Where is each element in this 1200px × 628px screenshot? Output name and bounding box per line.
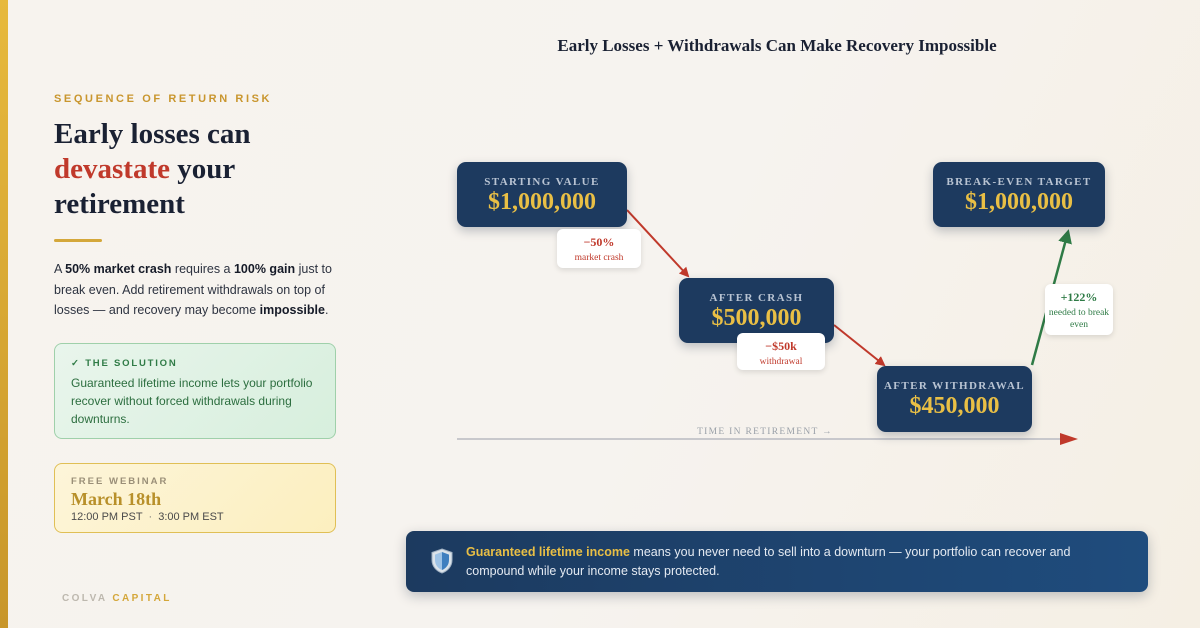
info-banner: Guaranteed lifetime income means you nev… [406,531,1148,592]
tag-main: +122% [1060,290,1098,304]
time-axis-arrowhead [1060,433,1078,445]
tag-sub: needed to break even [1048,308,1110,330]
node-starting-value: STARTING VALUE $1,000,000 [457,162,627,227]
headline-highlight: devastate [54,153,170,185]
banner-strong-text: Guaranteed lifetime income [466,545,630,559]
webinar-time-separator: · [148,511,153,523]
node-value: $1,000,000 [488,189,596,215]
node-after-crash: AFTER CRASH $500,000 [679,278,834,343]
tag-withdrawal: −$50k withdrawal [737,333,825,370]
diagram-title: Early Losses + Withdrawals Can Make Reco… [557,36,997,55]
node-label: AFTER WITHDRAWAL [883,380,1026,392]
intro-text-4: . [324,303,329,317]
tag-needed-to-break-even: +122% needed to break even [1045,284,1113,335]
node-value: $450,000 [909,393,1000,419]
brand-word-1: COLVA [62,593,108,604]
tag-sub: withdrawal [759,357,803,367]
node-break-even-target: BREAK-EVEN TARGET $1,000,000 [933,162,1105,227]
brand-word-2: CAPITAL [112,593,172,604]
webinar-time-pst: 12:00 PM PST [71,511,143,523]
tag-main: −$50k [765,339,797,353]
edge-crash-arrow [626,209,690,278]
tag-market-crash: −50% market crash [557,229,641,268]
time-axis-label: TIME IN RETIREMENT → [697,427,833,437]
node-after-withdrawal: AFTER WITHDRAWAL $450,000 [877,366,1032,432]
banner-text: means you never need to sell into a down… [466,545,1071,578]
headline-line2-rest: your [169,153,236,185]
tag-sub: market crash [574,253,624,263]
webinar-times: 12:00 PM PST · 3:00 PM EST [71,511,319,523]
webinar-time-est: 3:00 PM EST [158,511,224,523]
solution-text: Guaranteed lifetime income lets your por… [71,376,313,426]
node-value: $1,000,000 [965,189,1073,215]
node-label: AFTER CRASH [709,292,804,304]
intro-bold-1: 50% market crash [65,262,172,276]
node-label: BREAK-EVEN TARGET [946,176,1092,188]
solution-card: ✓ THE SOLUTION Guaranteed lifetime incom… [54,343,336,439]
intro-bold-2: 100% gain [233,262,296,276]
intro-text-2: requires a [171,262,234,276]
webinar-date: March 18th [71,489,162,509]
eyebrow: SEQUENCE OF RETURN RISK [54,93,273,105]
intro-bold-3: impossible [259,303,325,317]
headline-line3: retirement [54,188,185,220]
tag-main: −50% [583,235,615,249]
headline-line1: Early losses can [54,118,251,150]
intro-text-3: just to break even. Add retirement withd… [54,262,332,317]
edge-withdrawal-arrow [833,324,886,367]
gold-divider [54,239,102,242]
intro-text-1: A [54,262,66,276]
brand-logo: COLVA CAPITAL [62,593,172,604]
node-label: STARTING VALUE [484,176,600,188]
webinar-card[interactable]: FREE WEBINAR March 18th 12:00 PM PST · 3:0… [54,463,336,533]
webinar-label: FREE WEBINAR [71,476,169,487]
shield-icon [431,548,453,574]
intro-paragraph: A 50% market crash requires a 100% gain … [54,259,346,321]
headline: Early losses can devastate your retireme… [54,117,354,222]
left-accent-bar [0,0,8,628]
node-value: $500,000 [711,305,802,331]
solution-label: ✓ THE SOLUTION [71,358,178,369]
